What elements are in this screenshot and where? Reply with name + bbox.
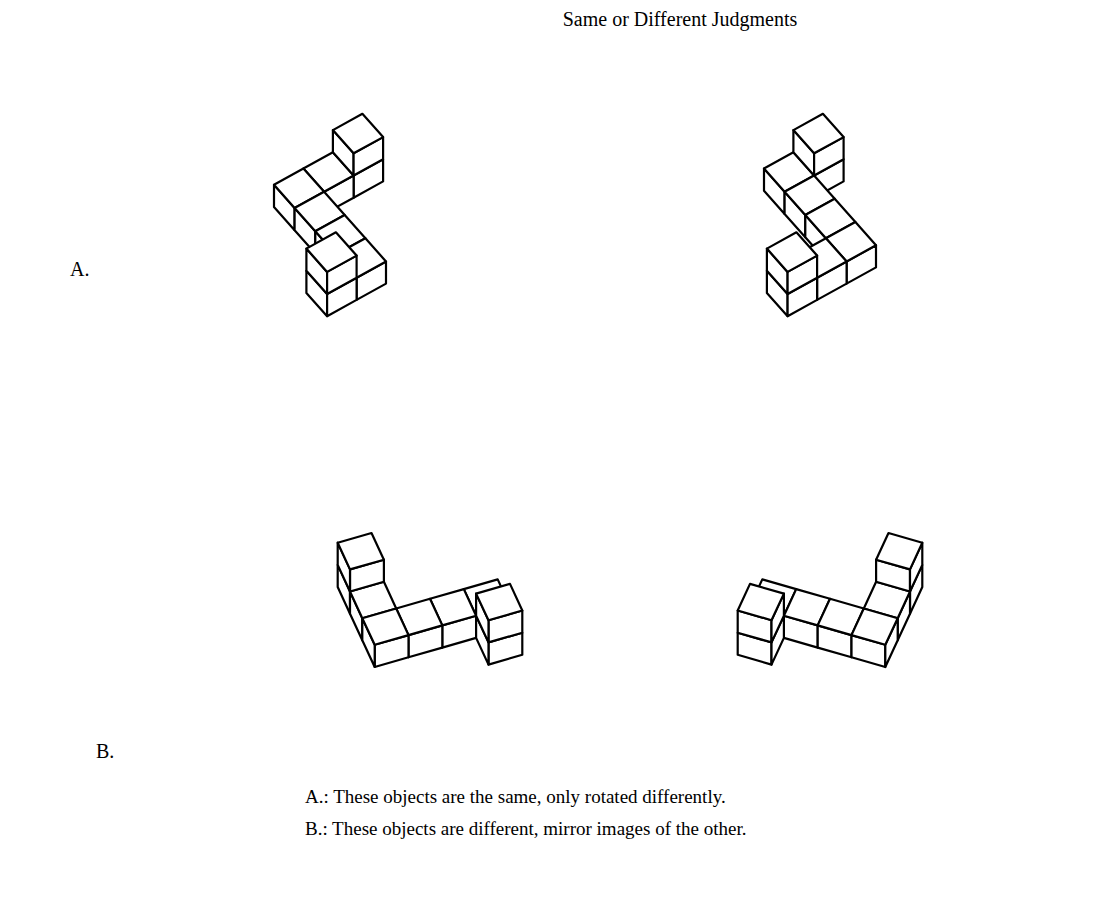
cube-face bbox=[793, 114, 843, 154]
row-letter: A. bbox=[70, 258, 89, 281]
caption-line: B.: These objects are different, mirror … bbox=[305, 818, 746, 840]
cube-face bbox=[767, 232, 817, 272]
cube-figure bbox=[338, 533, 523, 667]
cube-figure bbox=[738, 533, 923, 667]
cube-face bbox=[333, 114, 383, 154]
cube-face bbox=[362, 609, 408, 645]
cube-face bbox=[852, 609, 898, 645]
cube-face bbox=[306, 232, 356, 272]
cube-face bbox=[338, 533, 384, 569]
cube-face bbox=[876, 533, 922, 569]
cube-figure bbox=[274, 114, 386, 316]
cube-figure bbox=[764, 114, 876, 316]
row-letter: B. bbox=[96, 740, 114, 763]
caption-line: A.: These objects are the same, only rot… bbox=[305, 786, 726, 808]
figure-title: Same or Different Judgments bbox=[430, 8, 930, 31]
cube-face bbox=[476, 584, 522, 620]
cube-face bbox=[738, 584, 784, 620]
